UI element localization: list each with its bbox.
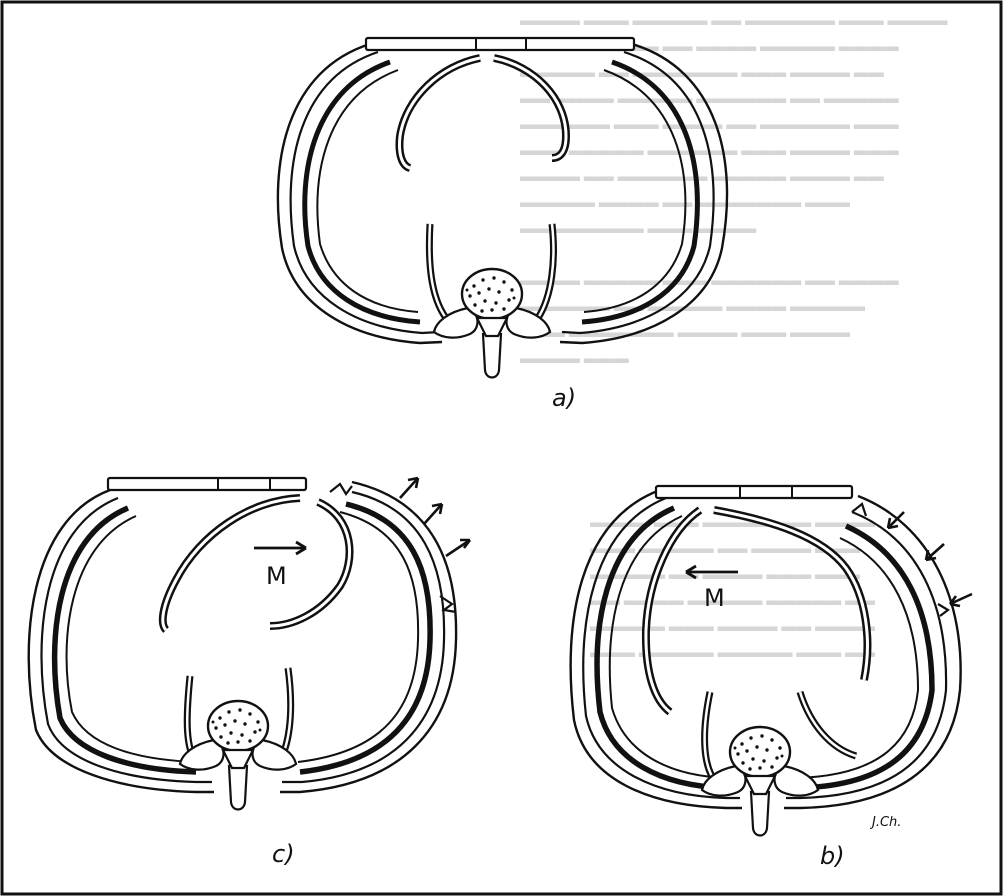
- vertebra-c: [180, 701, 296, 810]
- sternum: [108, 478, 306, 490]
- mediastinum-shift-arrow-left: [686, 566, 738, 578]
- panel-label-c: c): [272, 840, 295, 868]
- sternum: [366, 38, 634, 50]
- panel-b: M b): [571, 486, 972, 870]
- panel-a: a): [278, 38, 727, 412]
- sternum: [656, 486, 852, 498]
- panel-label-a: a): [552, 384, 576, 412]
- vertebra-a: [434, 269, 550, 378]
- mediastinum-label-c: M: [266, 562, 287, 590]
- mediastinum-label-b: M: [704, 584, 725, 612]
- panel-c: M c): [29, 478, 470, 868]
- panel-label-b: b): [820, 842, 845, 870]
- vertebra-b: [702, 727, 818, 836]
- mediastinum-shift-arrow-right: [254, 542, 306, 554]
- artist-signature: J.Ch.: [869, 815, 901, 830]
